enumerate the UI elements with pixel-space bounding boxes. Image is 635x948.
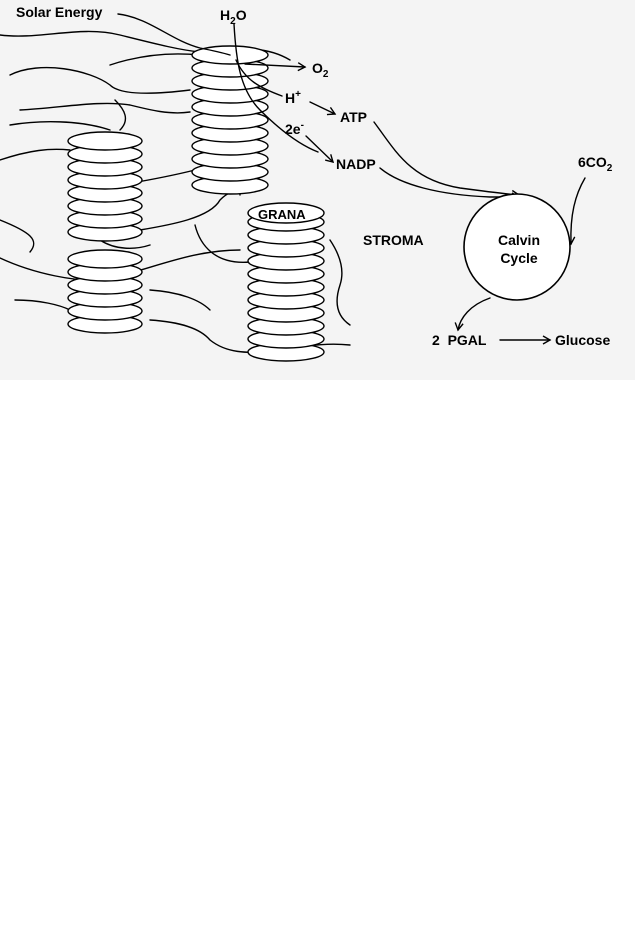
calvin-cycle-label-line2: Cycle: [500, 250, 538, 266]
stroma-label: STROMA: [363, 232, 424, 248]
electrons-label: 2e-: [285, 120, 304, 137]
proton-label: H+: [285, 89, 301, 106]
atp-label: ATP: [340, 109, 367, 125]
electron-to-nadp-arrow: [305, 135, 335, 163]
co2-to-calvin-arrow: [566, 177, 586, 246]
granum-stack-grana: [247, 202, 325, 362]
oxygen-label: O2: [312, 60, 329, 80]
granum-stack-middle: [67, 131, 143, 242]
carbon-dioxide-label: 6CO2: [578, 154, 613, 174]
reaction-arrows: [117, 13, 586, 345]
thylakoid-membranes: [0, 30, 351, 353]
proton-to-atp-arrow: [309, 101, 337, 116]
nadp-to-calvin-arrow: [379, 167, 521, 202]
solar-energy-arrow: [117, 13, 231, 56]
granum-stack-top: [191, 45, 269, 195]
calvin-cycle-circle: [463, 193, 571, 301]
calvin-cycle-label-line1: Calvin: [498, 232, 540, 248]
nadp-label: NADP: [336, 156, 376, 172]
proton-line: [235, 59, 283, 97]
chloroplast-diagram: Solar Energy H2O O2 H+ ATP 2e- NADP 6CO2…: [0, 0, 635, 380]
atp-to-calvin-arrow: [373, 121, 521, 200]
oxygen-arrow: [244, 62, 307, 72]
water-split-line: [233, 23, 319, 153]
grana-label: GRANA: [258, 207, 306, 222]
glucose-label: Glucose: [555, 332, 610, 348]
calvin-to-pgal-arrow: [454, 297, 491, 332]
pgal-label: 2 PGAL: [432, 332, 487, 348]
granum-stack-bottom-left: [67, 249, 143, 334]
solar-energy-label: Solar Energy: [16, 4, 103, 20]
water-label: H2O: [220, 7, 247, 27]
